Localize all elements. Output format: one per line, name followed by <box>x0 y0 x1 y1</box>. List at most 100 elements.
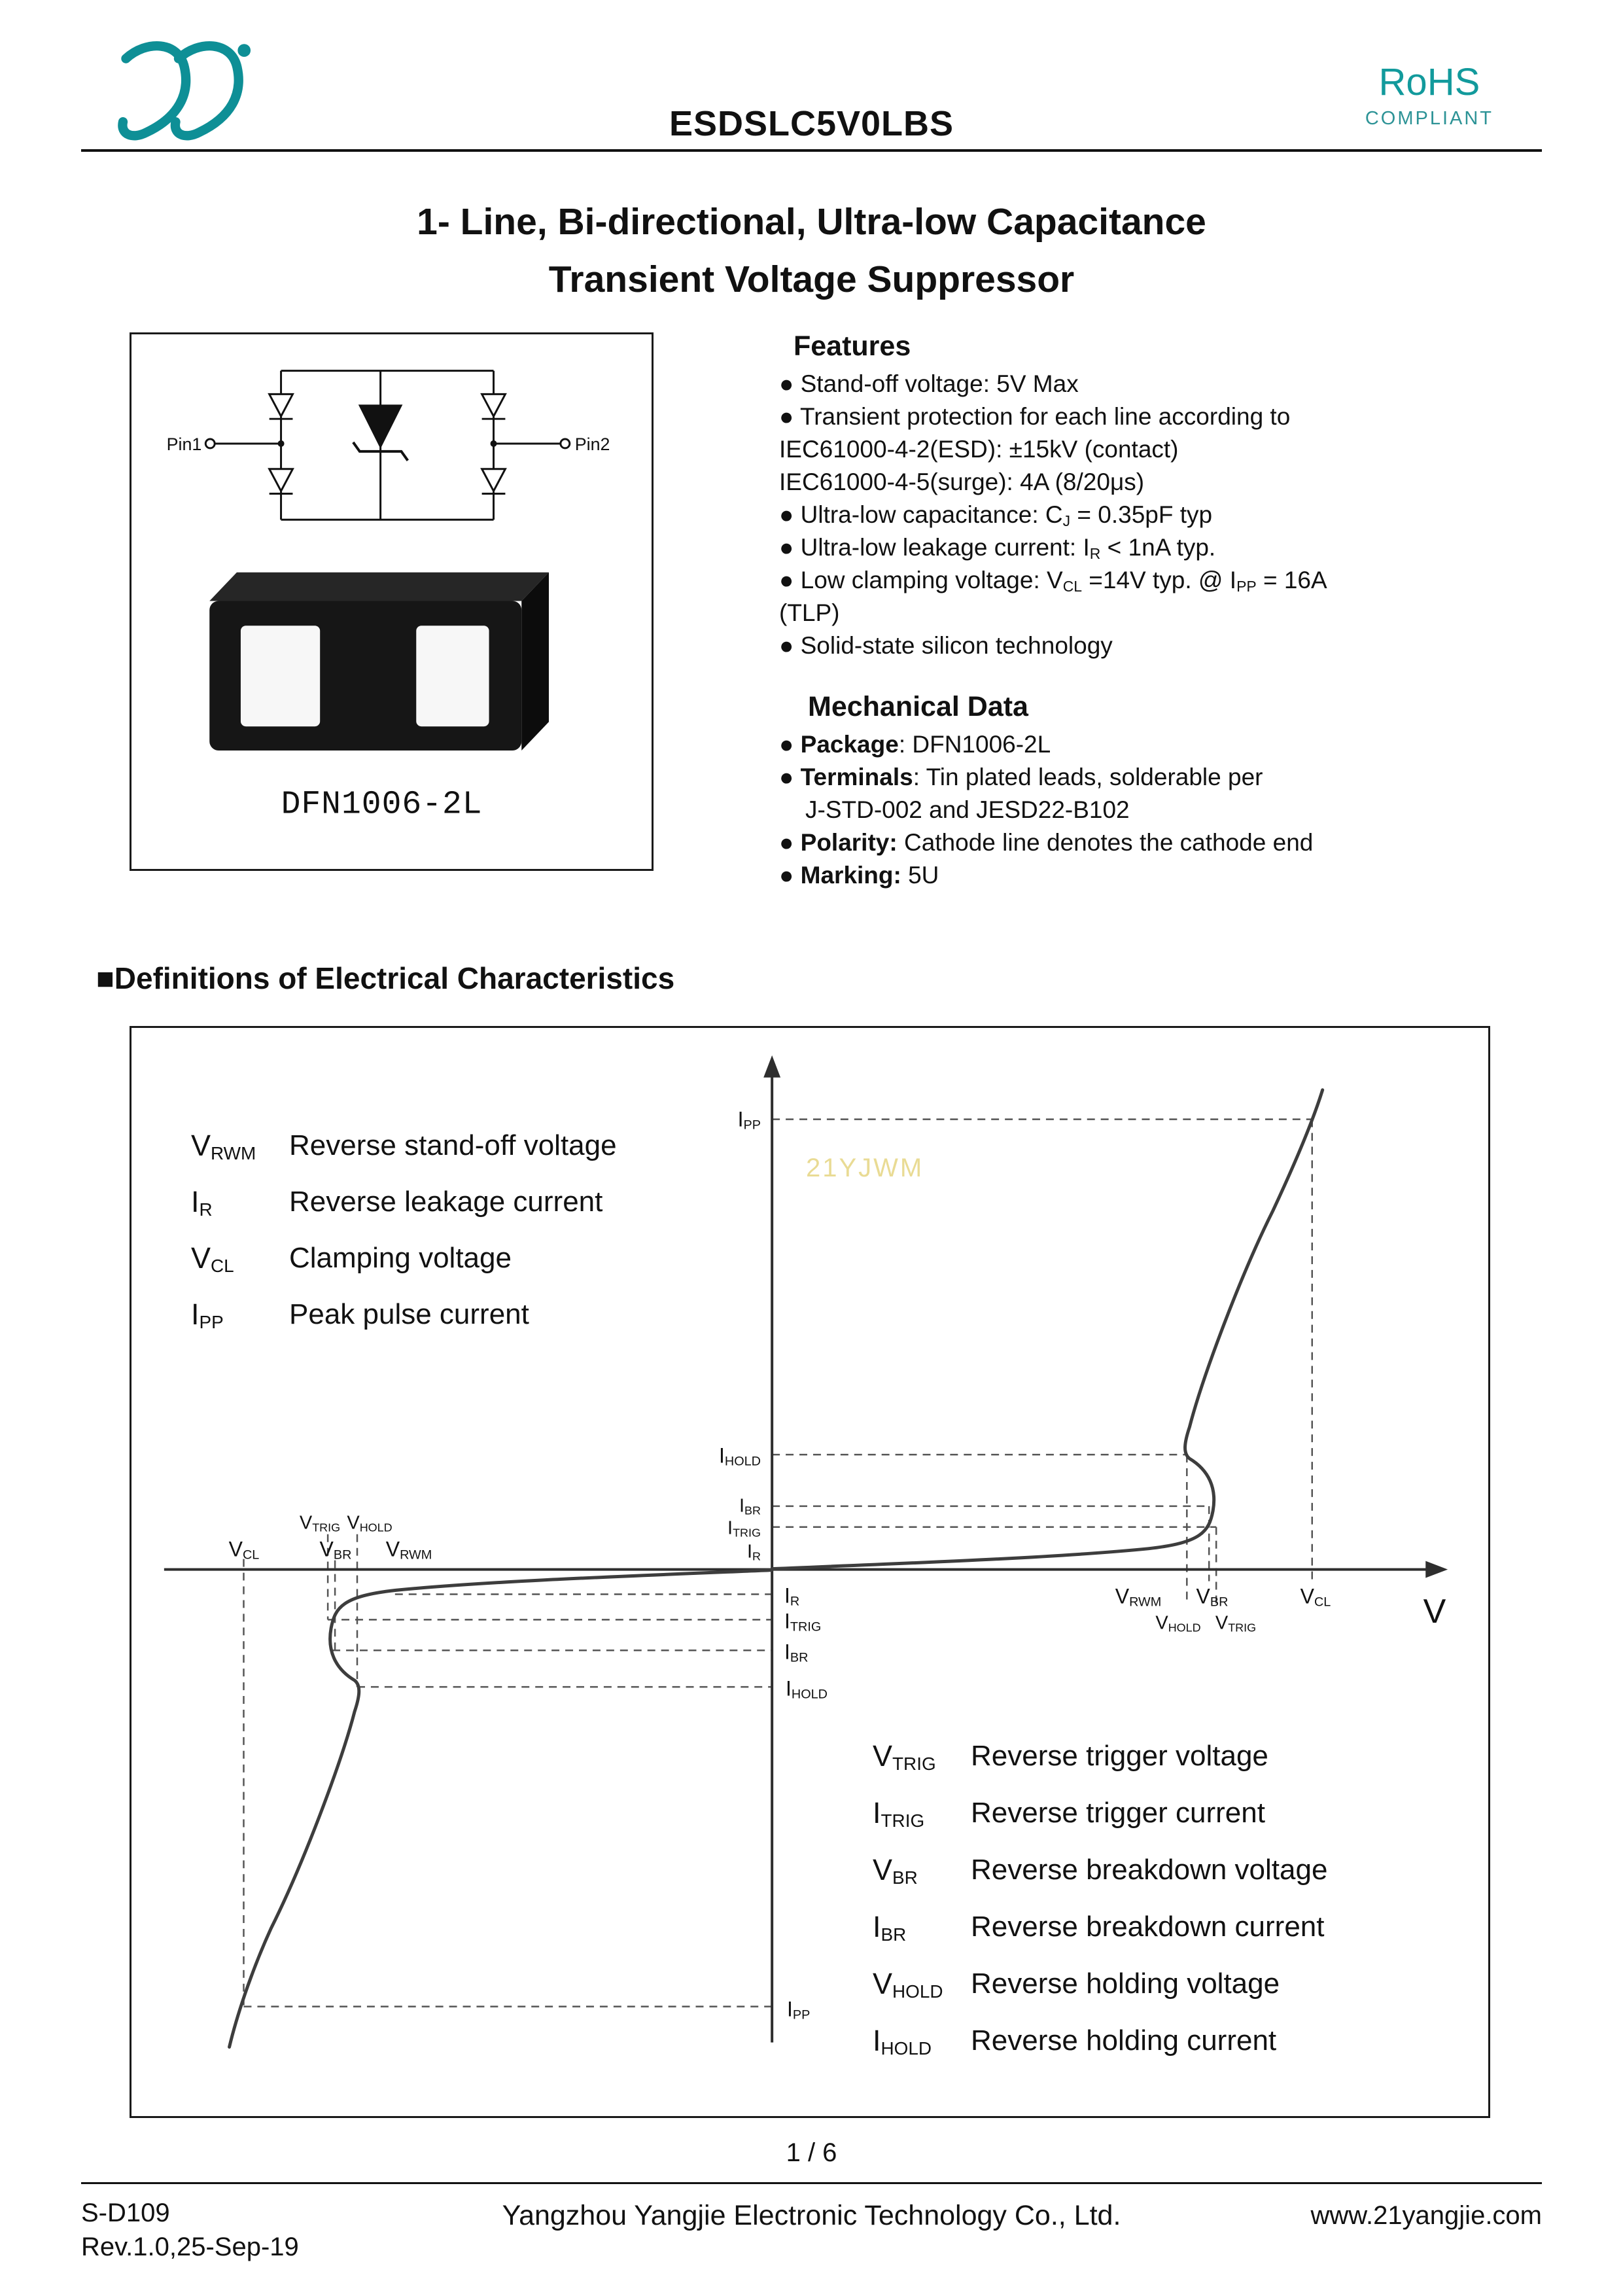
legend-desc: Peak pulse current <box>289 1298 529 1330</box>
pin1-label: Pin1 <box>167 434 202 454</box>
pin1-terminal-dot <box>204 438 216 450</box>
legend-bottom: VTRIG Reverse trigger voltage ITRIG Reve… <box>873 1727 1327 2069</box>
legend-desc: Clamping voltage <box>289 1242 512 1274</box>
legend-term: IBR <box>873 1909 907 1945</box>
legend-item: VHOLD Reverse holding voltage <box>873 1955 1327 2012</box>
legend-desc: Reverse trigger voltage <box>971 1739 1268 1772</box>
circuit-diagram <box>215 370 561 521</box>
rohs-text: RoHS <box>1378 61 1480 103</box>
legend-item: ITRIG Reverse trigger current <box>873 1784 1327 1841</box>
feature-item: (TLP) <box>779 599 840 626</box>
label-ibr-neg: IBR <box>784 1640 809 1665</box>
label-vrwm-neg: VRWM <box>385 1537 432 1563</box>
footer-revision: Rev.1.0,25-Sep-19 <box>81 2233 299 2261</box>
label-vcl-neg: VCL <box>228 1537 260 1563</box>
feature-item: ● Ultra-low leakage current: IR < 1nA ty… <box>779 534 1216 563</box>
label-ihold-axis: IHOLD <box>719 1443 761 1469</box>
package-graphic <box>209 572 549 751</box>
label-ipp-neg: IPP <box>787 1997 811 2022</box>
legend-item: VBR Reverse breakdown voltage <box>873 1841 1327 1898</box>
label-vhold-pos: VHOLD <box>1155 1612 1201 1634</box>
rohs-badge: RoHS COMPLIANT <box>1365 60 1493 130</box>
legend-term: VTRIG <box>873 1739 936 1774</box>
legend-item: VRWM Reverse stand-off voltage <box>191 1118 617 1174</box>
header-rule <box>81 149 1542 152</box>
legend-item: IBR Reverse breakdown current <box>873 1898 1327 1955</box>
x-axis-label: V <box>1423 1593 1446 1631</box>
pin2-terminal-dot <box>559 438 571 450</box>
dashed-guides <box>243 1118 1313 2007</box>
label-vbr-pos: VBR <box>1196 1584 1229 1610</box>
legend-desc: Reverse leakage current <box>289 1186 603 1218</box>
page-number: 1 / 6 <box>786 2138 837 2167</box>
mechanical-item: J-STD-002 and JESD22-B102 <box>805 796 1130 823</box>
mechanical-item: ● Marking: 5U <box>779 862 939 889</box>
legend-item: VTRIG Reverse trigger voltage <box>873 1727 1327 1784</box>
feature-item: ● Solid-state silicon technology <box>779 632 1113 659</box>
package-name: DFN1006-2L <box>281 786 483 822</box>
legend-term: IHOLD <box>873 2023 932 2058</box>
footer-doc-code: S-D109 <box>81 2199 170 2227</box>
y-axis-arrow <box>763 1055 781 1078</box>
legend-term: ITRIG <box>873 1795 925 1831</box>
yangjie-logo <box>90 34 267 149</box>
legend-desc: Reverse breakdown voltage <box>971 1853 1328 1886</box>
compliant-text: COMPLIANT <box>1365 108 1493 129</box>
legend-term: IPP <box>191 1298 224 1333</box>
label-itrig-axis: ITRIG <box>727 1517 761 1540</box>
title-line-2: Transient Voltage Suppressor <box>548 258 1075 300</box>
package-panel: Pin1 Pin2 DFN1006-2L <box>130 332 654 871</box>
legend-term: VHOLD <box>873 1966 943 2002</box>
feature-item: IEC61000-4-5(surge): 4A (8/20μs) <box>779 468 1145 495</box>
legend-desc: Reverse stand-off voltage <box>289 1129 617 1161</box>
footer-company: Yangzhou Yangjie Electronic Technology C… <box>502 2200 1121 2231</box>
mechanical-item: ● Terminals: Tin plated leads, solderabl… <box>779 764 1263 790</box>
label-ir-axis: IR <box>746 1541 761 1563</box>
graph-panel: 21YJWM IPP IHOLD IBR ITRIG IR IR ITRIG I… <box>130 1026 1490 2118</box>
x-axis-arrow <box>1425 1561 1448 1578</box>
label-vbr-neg: VBR <box>319 1537 352 1563</box>
legend-item: IR Reverse leakage current <box>191 1174 617 1230</box>
legend-term: IR <box>191 1185 213 1220</box>
legend-term: VBR <box>873 1852 918 1888</box>
mechanical-heading: Mechanical Data <box>808 691 1028 722</box>
label-ir-neg: IR <box>784 1583 800 1609</box>
axes <box>164 1068 1433 2043</box>
pin2-label: Pin2 <box>575 434 610 454</box>
label-vhold-neg: VHOLD <box>347 1512 393 1534</box>
footer-doc-info: S-D109 Rev.1.0,25-Sep-19 <box>81 2196 299 2264</box>
iv-curve <box>228 1088 1325 2049</box>
iv-curve-plot <box>164 1055 1448 2049</box>
circuit-and-package-graphic: Pin1 Pin2 DFN1006-2L <box>167 370 610 822</box>
label-vcl-pos: VCL <box>1300 1584 1331 1610</box>
tvs-diode <box>352 404 409 461</box>
feature-item: ● Transient protection for each line acc… <box>779 403 1291 430</box>
legend-desc: Reverse breakdown current <box>971 1910 1325 1943</box>
legend-desc: Reverse holding voltage <box>971 1967 1280 2000</box>
label-vtrig-neg: VTRIG <box>299 1512 341 1534</box>
label-ipp-axis: IPP <box>737 1107 761 1133</box>
features-heading: Features <box>794 330 911 362</box>
legend-desc: Reverse trigger current <box>971 1796 1265 1829</box>
label-ibr-axis: IBR <box>739 1495 761 1517</box>
mechanical-item: ● Package: DFN1006-2L <box>779 731 1051 758</box>
features-section: Features ● Stand-off voltage: 5V Max ● T… <box>779 330 1551 892</box>
label-itrig-neg: ITRIG <box>784 1609 822 1634</box>
footer-website: www.21yangjie.com <box>1310 2201 1543 2230</box>
legend-top: VRWM Reverse stand-off voltage IR Revers… <box>191 1118 617 1343</box>
legend-term: VRWM <box>191 1129 256 1164</box>
watermark: 21YJWM <box>806 1154 924 1182</box>
legend-item: IHOLD Reverse holding current <box>873 2012 1327 2069</box>
feature-item: ● Low clamping voltage: VCL =14V typ. @ … <box>779 567 1327 595</box>
legend-item: VCL Clamping voltage <box>191 1230 617 1286</box>
legend-term: VCL <box>191 1241 234 1277</box>
part-number: ESDSLC5V0LBS <box>669 104 954 143</box>
title-line-1: 1- Line, Bi-directional, Ultra-low Capac… <box>417 201 1206 243</box>
label-vrwm-pos: VRWM <box>1115 1584 1162 1610</box>
legend-desc: Reverse holding current <box>971 2024 1277 2057</box>
footer-rule <box>81 2182 1542 2184</box>
feature-item: ● Stand-off voltage: 5V Max <box>779 370 1079 397</box>
definitions-heading: ■Definitions of Electrical Characteristi… <box>96 961 675 995</box>
legend-item: IPP Peak pulse current <box>191 1286 617 1343</box>
